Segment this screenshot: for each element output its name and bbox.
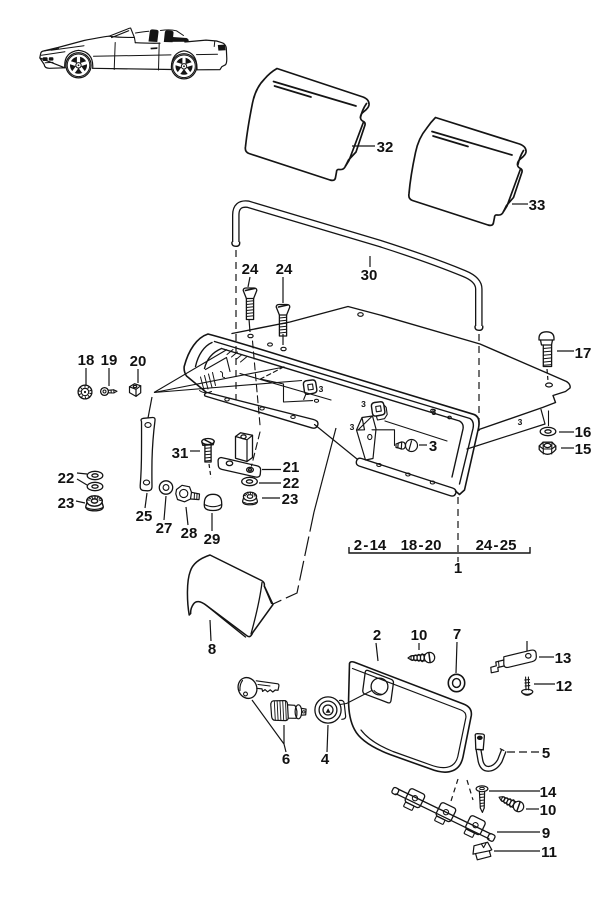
svg-text:19: 19 <box>101 352 118 369</box>
svg-text:18 - 20: 18 - 20 <box>401 537 442 554</box>
svg-text:3: 3 <box>319 384 324 394</box>
svg-text:14: 14 <box>540 784 557 801</box>
svg-text:10: 10 <box>540 802 557 819</box>
svg-text:32: 32 <box>377 139 394 156</box>
svg-text:8: 8 <box>208 641 216 658</box>
svg-text:10: 10 <box>411 627 428 644</box>
svg-text:3: 3 <box>350 422 355 432</box>
svg-text:15: 15 <box>575 441 592 458</box>
svg-text:30: 30 <box>361 267 378 284</box>
svg-text:22: 22 <box>58 470 75 487</box>
svg-text:9: 9 <box>542 825 550 842</box>
svg-text:3: 3 <box>518 417 523 427</box>
svg-text:23: 23 <box>58 495 75 512</box>
svg-text:11: 11 <box>541 844 557 861</box>
svg-text:2 - 14: 2 - 14 <box>354 537 387 554</box>
svg-text:24: 24 <box>242 261 259 278</box>
svg-text:24 - 25: 24 - 25 <box>476 537 517 554</box>
svg-text:5: 5 <box>542 745 550 762</box>
svg-text:7: 7 <box>453 626 461 643</box>
svg-text:3: 3 <box>432 407 437 417</box>
svg-text:27: 27 <box>156 520 173 537</box>
svg-text:21: 21 <box>283 459 300 476</box>
svg-text:13: 13 <box>555 650 572 667</box>
svg-text:20: 20 <box>130 353 147 370</box>
svg-text:16: 16 <box>575 424 592 441</box>
svg-text:1: 1 <box>454 560 462 577</box>
svg-text:31: 31 <box>172 445 189 462</box>
svg-text:6: 6 <box>282 751 290 768</box>
svg-text:3: 3 <box>429 438 437 455</box>
svg-text:29: 29 <box>204 531 221 548</box>
svg-text:23: 23 <box>282 491 299 508</box>
svg-text:2: 2 <box>373 627 381 644</box>
svg-text:3: 3 <box>361 399 366 409</box>
svg-text:33: 33 <box>529 197 546 214</box>
svg-text:22: 22 <box>283 475 300 492</box>
svg-text:28: 28 <box>181 525 198 542</box>
svg-text:17: 17 <box>575 345 592 362</box>
svg-text:4: 4 <box>321 751 330 768</box>
svg-text:24: 24 <box>276 261 293 278</box>
svg-text:12: 12 <box>556 678 573 695</box>
svg-text:25: 25 <box>136 508 153 525</box>
svg-text:18: 18 <box>78 352 95 369</box>
